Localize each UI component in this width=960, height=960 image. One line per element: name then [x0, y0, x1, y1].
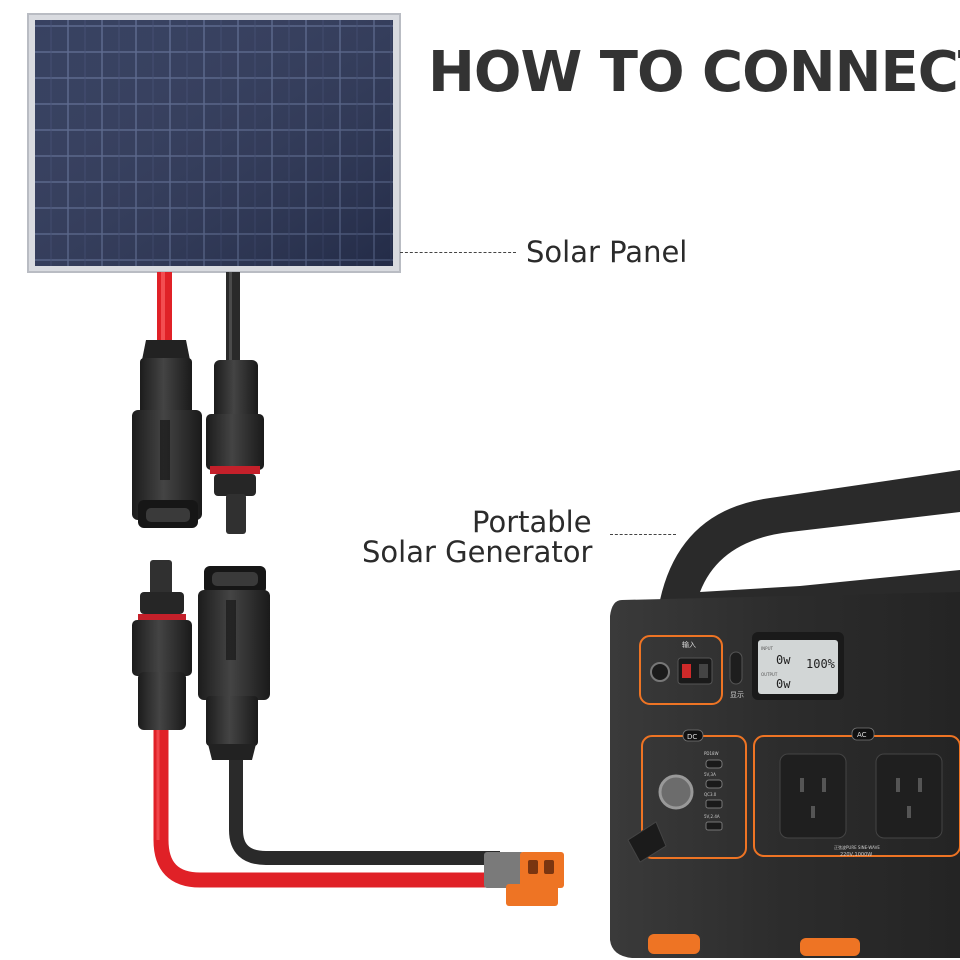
generator-label-line-1: Portable	[472, 505, 592, 539]
lcd-battery-percent: 100%	[806, 657, 836, 671]
input-port-label: 输入	[682, 640, 696, 649]
panel-negative-cable	[226, 272, 240, 364]
solar-panel-leader-line	[400, 252, 516, 253]
mc4-male-connector-top	[206, 360, 264, 534]
mc4-male-connector-bottom	[132, 560, 192, 730]
dc-port-label: QC3.0	[704, 792, 717, 797]
generator-label-line-2: Solar Generator	[362, 535, 593, 569]
ac-spec-line-2: 220V,1000W	[840, 852, 872, 858]
dc-port-label: 5V,2.4A	[704, 814, 720, 819]
lcd-input-watts: 0w	[776, 653, 791, 667]
mc4-female-connector-bottom	[198, 566, 270, 760]
dc-port-label: 5V,3A	[704, 772, 716, 777]
mc4-female-connector-top	[132, 340, 202, 528]
solar-panel	[27, 13, 401, 273]
xt60-connector	[484, 852, 564, 906]
black-cable-to-xt60	[229, 760, 500, 865]
ac-section-label: AC	[857, 731, 867, 739]
dc-port-label: PD18W	[704, 751, 719, 756]
portable-solar-generator	[610, 470, 960, 958]
lcd-output-tag: OUTPUT	[761, 672, 778, 677]
display-button-label: 显示	[730, 691, 744, 699]
ac-spec-line-1: 正弦波PURE SINE-WAVE	[834, 844, 880, 850]
lcd-input-tag: INPUT	[761, 646, 774, 651]
lcd-output-watts: 0w	[776, 677, 791, 691]
dc-section-label: DC	[687, 733, 697, 741]
solar-panel-label: Solar Panel	[526, 235, 688, 269]
generator-leader-line	[610, 534, 676, 535]
panel-positive-cable	[157, 272, 172, 344]
page-title: HOW TO CONNECT	[428, 40, 960, 105]
red-cable-to-xt60	[153, 730, 500, 888]
